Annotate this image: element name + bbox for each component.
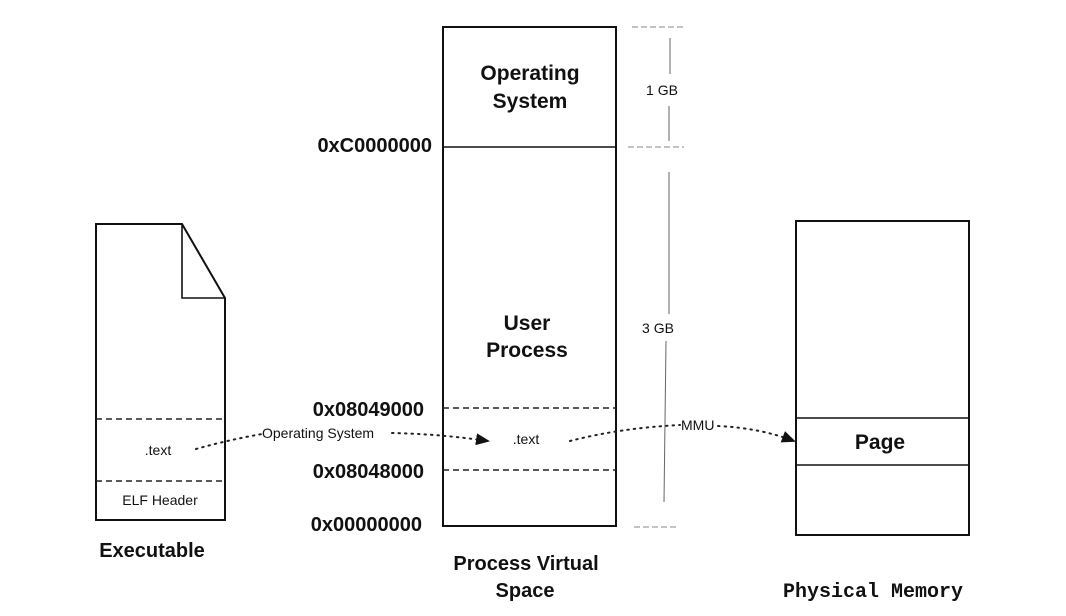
file-outline [95, 223, 226, 521]
virtual-space-title-1: Process Virtual [453, 553, 598, 575]
address-text-end: 0x08049000 [313, 399, 424, 421]
size-label-1gb: 1 GB [646, 82, 678, 98]
page-label: Page [855, 431, 905, 454]
virtual-text-section-label: .text [513, 431, 540, 447]
size-bracket-3gb: 3 GB [634, 172, 678, 528]
user-region-label-2: Process [486, 339, 568, 362]
load-arrow-line-left [195, 433, 263, 450]
address-text-start: 0x08048000 [313, 461, 424, 483]
size-bracket-1gb: 1 GB [628, 26, 686, 148]
virtual-space-title-2: Space [496, 580, 555, 602]
bracket-line-lower [663, 340, 667, 503]
physical-memory-box [795, 220, 970, 536]
mmu-arrow-line-left [569, 424, 681, 442]
user-region-label-1: User [504, 312, 551, 335]
virtual-space-box [442, 26, 617, 527]
file-dog-ear [181, 224, 225, 299]
mmu-arrow-line-right [717, 425, 796, 443]
elf-header-label: ELF Header [122, 492, 198, 508]
os-region-label-2: System [493, 90, 568, 113]
physical-memory-title: Physical Memory [783, 581, 963, 604]
load-arrow: Operating System [195, 425, 490, 450]
executable-file: .text ELF Header [95, 223, 226, 521]
load-arrow-label: Operating System [262, 425, 374, 441]
os-region-label-1: Operating [480, 62, 579, 85]
mmu-arrow-label: MMU [681, 417, 714, 433]
mmu-arrow: MMU [569, 417, 796, 443]
virtual-space-column: Operating System User Process .text [442, 26, 617, 527]
size-label-3gb: 3 GB [642, 320, 674, 336]
exe-text-section-label: .text [145, 442, 172, 458]
load-arrow-line-right [391, 432, 490, 446]
address-kernel-base: 0xC0000000 [317, 135, 432, 157]
executable-title: Executable [99, 540, 205, 562]
address-zero: 0x00000000 [311, 514, 422, 536]
physical-memory-column: Page [795, 220, 970, 536]
